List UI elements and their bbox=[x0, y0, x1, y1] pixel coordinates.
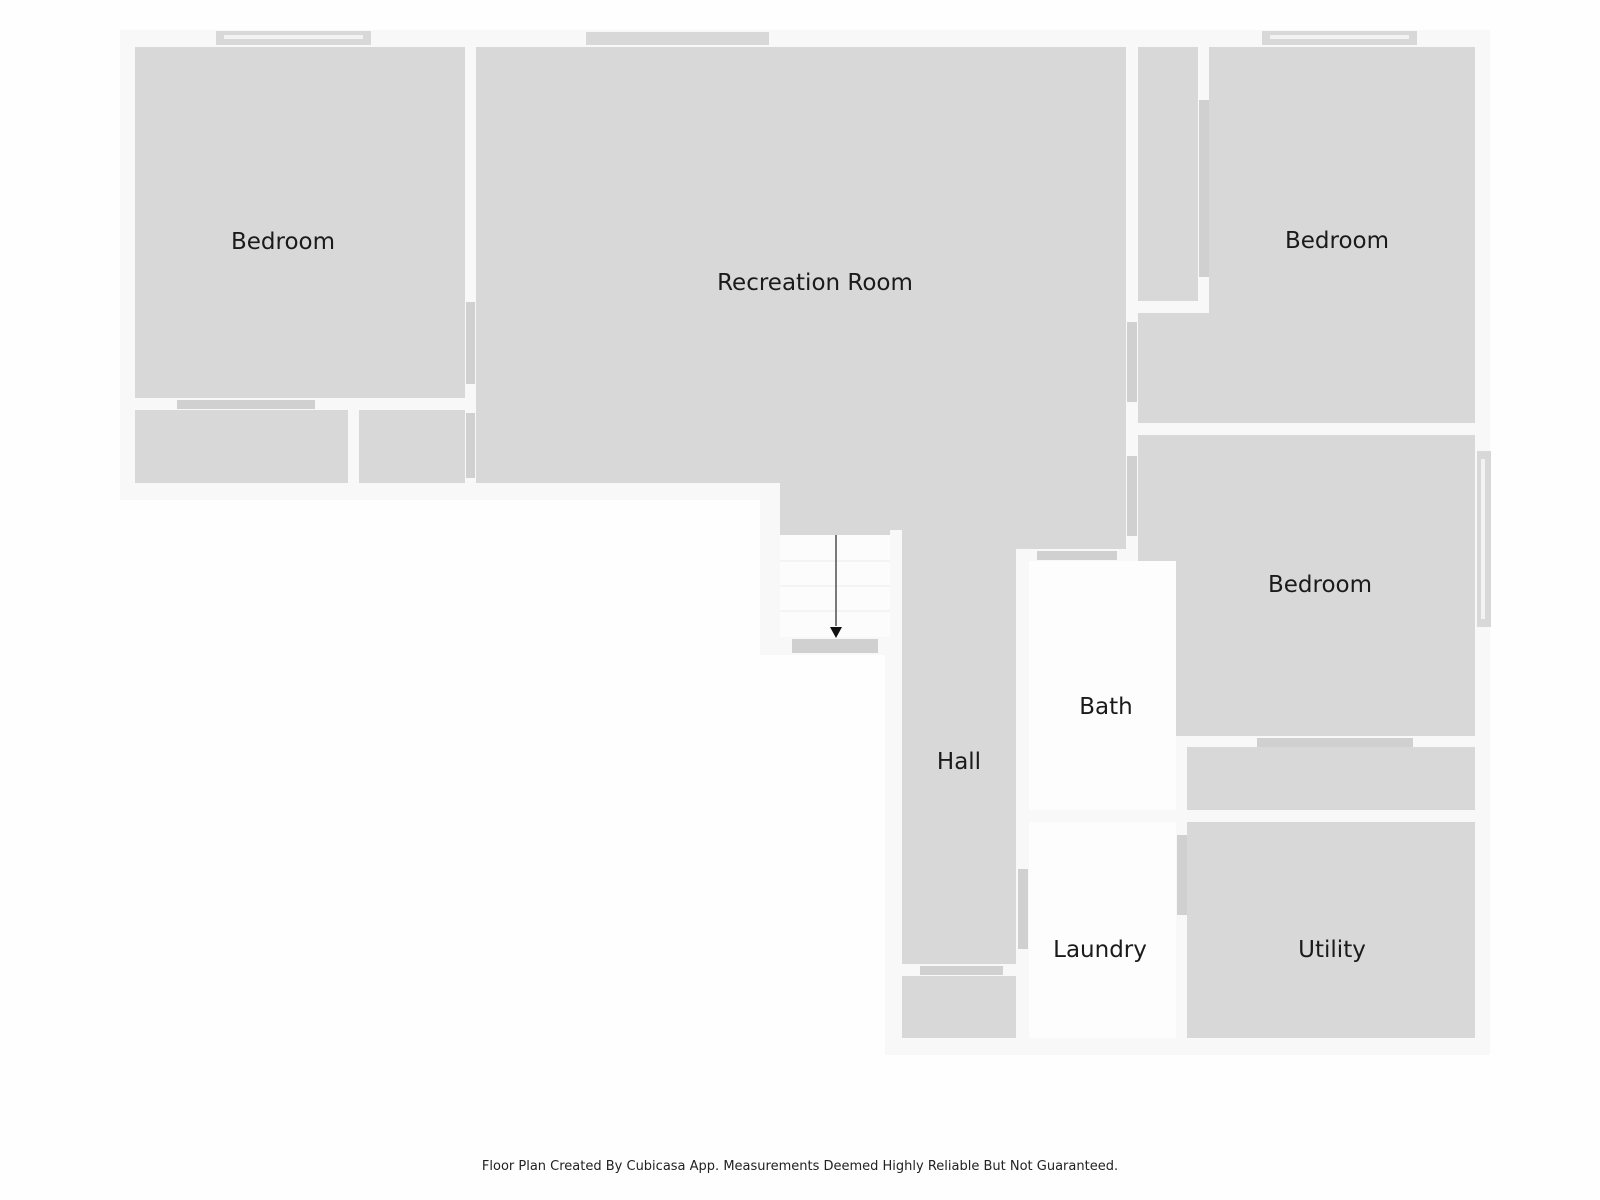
room-utility[interactable] bbox=[1187, 822, 1475, 1038]
room-bath[interactable] bbox=[1029, 561, 1176, 810]
doors bbox=[177, 100, 1413, 975]
closet-left-b[interactable] bbox=[359, 410, 465, 483]
room-bedroom-top-right[interactable] bbox=[1138, 47, 1475, 423]
label-utility: Utility bbox=[1298, 937, 1366, 963]
room-labels: Bedroom Recreation Room Bedroom Bedroom … bbox=[231, 228, 1389, 963]
room-bedroom-mid-right[interactable] bbox=[1138, 435, 1475, 736]
label-bedroom-top-right: Bedroom bbox=[1285, 228, 1389, 254]
closet-left-a[interactable] bbox=[135, 410, 348, 483]
closet-hall[interactable] bbox=[902, 976, 1016, 1038]
windows bbox=[216, 31, 1491, 627]
stairs[interactable] bbox=[780, 535, 890, 638]
room-recreation[interactable] bbox=[476, 47, 1126, 964]
label-bath: Bath bbox=[1079, 694, 1132, 720]
label-bedroom-left: Bedroom bbox=[231, 229, 335, 255]
label-laundry: Laundry bbox=[1053, 937, 1147, 963]
label-recreation-room: Recreation Room bbox=[717, 270, 913, 296]
closet-mid-right[interactable] bbox=[1187, 747, 1475, 810]
closet-top-right[interactable] bbox=[1138, 47, 1198, 301]
rooms bbox=[135, 47, 1475, 1038]
room-bedroom-left[interactable] bbox=[135, 47, 465, 398]
room-laundry[interactable] bbox=[1029, 822, 1176, 1038]
label-bedroom-mid-right: Bedroom bbox=[1268, 572, 1372, 598]
label-hall: Hall bbox=[937, 749, 981, 775]
wet-rooms bbox=[1029, 561, 1176, 1038]
stairs-down-arrow-icon bbox=[830, 627, 842, 638]
footer-disclaimer: Floor Plan Created By Cubicasa App. Meas… bbox=[481, 1159, 1119, 1174]
